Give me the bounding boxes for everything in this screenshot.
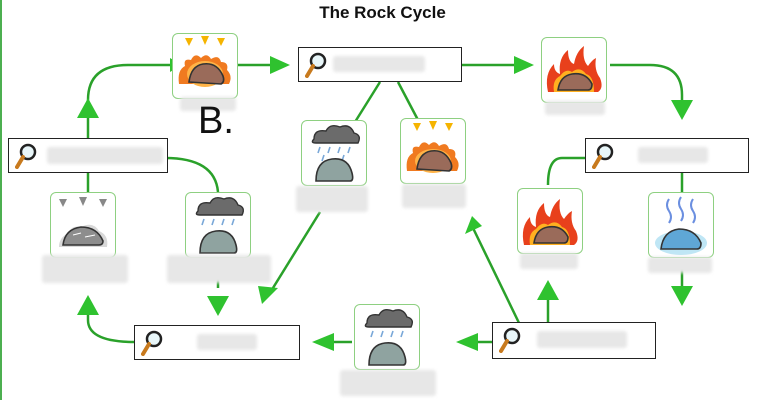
label-blank[interactable] — [333, 56, 425, 72]
label-blank[interactable] — [638, 147, 708, 163]
label-blank-under-heat-center — [402, 184, 466, 208]
label-blank-under-cooling — [648, 257, 712, 273]
arrow-path-weathering-to-bottomleft — [266, 211, 322, 297]
weathering-erosion-icon-bottom — [354, 304, 420, 370]
melting-fire-icon-right — [517, 188, 583, 254]
weathering-erosion-icon — [301, 120, 367, 186]
label-blank[interactable] — [537, 331, 627, 348]
label-box-top-left[interactable] — [8, 138, 168, 173]
cooling-icon — [648, 192, 714, 258]
weathering-erosion-icon-left — [185, 192, 251, 258]
label-blank[interactable] — [197, 334, 257, 350]
label-blank-under-weathering-left — [167, 255, 271, 283]
arrowhead-to-bottomright-box — [671, 286, 693, 306]
arrow-path-left-loop — [86, 63, 178, 145]
arrowhead-to-bottomleft-box — [258, 286, 278, 304]
label-blank-under-weathering-bottom — [340, 370, 436, 396]
arrowhead-to-bottomleft-from-bottom — [312, 333, 334, 351]
arrow-path-right-to-melting — [546, 156, 585, 186]
arrowhead-to-topcenter-box — [270, 56, 290, 74]
magnifier-icon[interactable] — [499, 327, 521, 358]
melting-fire-icon — [541, 37, 607, 103]
compaction-cementation-icon — [50, 192, 116, 258]
arrow-path-bottomright-to-center — [471, 227, 522, 326]
label-blank-under-weathering-center — [296, 186, 368, 212]
label-blank-under-compaction — [42, 255, 128, 283]
magnifier-icon[interactable] — [15, 143, 37, 174]
label-blank-under-melting-right — [520, 253, 578, 269]
arrowhead-to-compaction — [77, 295, 99, 315]
label-box-top-center[interactable] — [298, 47, 462, 82]
magnifier-icon[interactable] — [305, 52, 327, 83]
arrowhead-to-heat-center — [465, 216, 482, 234]
answer-letter-b: B. — [198, 100, 234, 142]
arrowhead-to-bottom-tile — [456, 333, 478, 351]
arrowhead-left-loop-up — [77, 98, 99, 118]
arrow-path-topcenter-to-weathering — [353, 81, 382, 123]
label-blank-under-melting — [545, 101, 605, 115]
left-edge-rule — [0, 0, 2, 400]
arrow-path-topcenter-to-heat — [396, 81, 420, 121]
arrowhead-to-bottomleft-from-weathering — [207, 296, 229, 316]
arrowhead-to-right-box — [671, 100, 693, 120]
label-box-bottom-right[interactable] — [492, 322, 656, 359]
magnifier-icon[interactable] — [141, 330, 163, 361]
magnifier-icon[interactable] — [592, 143, 614, 174]
diagram-title: The Rock Cycle — [319, 3, 446, 22]
heat-and-pressure-icon-center — [400, 118, 466, 184]
arrowhead-to-melting-right — [537, 280, 559, 300]
arrowhead-to-melting — [514, 56, 534, 74]
heat-and-pressure-icon — [172, 33, 238, 99]
label-box-right[interactable] — [585, 138, 749, 173]
arrow-path-melting-to-right — [610, 63, 684, 100]
label-blank[interactable] — [47, 147, 163, 164]
label-blank-under-heat-pressure — [180, 97, 236, 111]
label-box-bottom-left[interactable] — [134, 325, 300, 360]
arrow-path-bottomleft-up — [86, 315, 136, 344]
arrow-path-topleft-to-weathering — [164, 156, 220, 193]
